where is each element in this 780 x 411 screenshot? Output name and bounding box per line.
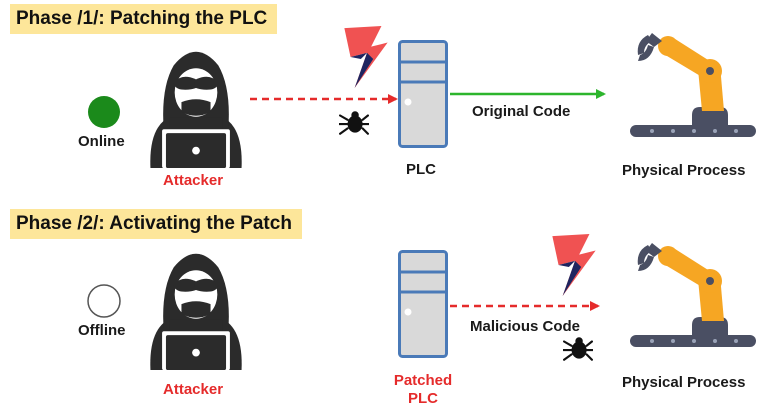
attacker-icon [150, 51, 242, 169]
phase-2-title: Phase /2/: Activating the Patch [10, 209, 302, 239]
physical-process-label: Physical Process [622, 162, 746, 179]
bug-icon [339, 110, 369, 135]
attacker-label: Attacker [163, 381, 224, 398]
offline-status-label: Offline [78, 322, 126, 339]
patched-plc-label-line1: Patched [393, 372, 453, 389]
plc-server-icon [398, 250, 448, 358]
lightning-bolt-icon [344, 26, 388, 88]
patched-plc-label: Patched PLC [388, 372, 458, 408]
plc-label: PLC [406, 161, 436, 178]
attacker-label: Attacker [163, 172, 224, 189]
plc-server-icon [398, 40, 448, 148]
bug-icon [563, 336, 593, 361]
robot-arm-icon [630, 33, 756, 137]
robot-arm-icon [630, 243, 756, 347]
malicious-code-label: Malicious Code [470, 318, 581, 335]
physical-process-label: Physical Process [622, 374, 746, 391]
lightning-bolt-icon [552, 234, 596, 296]
attacker-icon [150, 253, 242, 371]
patched-plc-label-line2: PLC [408, 390, 438, 407]
online-status-label: Online [78, 133, 125, 150]
phase-1-title: Phase /1/: Patching the PLC [10, 4, 278, 34]
original-code-label: Original Code [472, 103, 571, 120]
online-status-indicator [88, 96, 120, 128]
offline-status-indicator [87, 284, 121, 318]
